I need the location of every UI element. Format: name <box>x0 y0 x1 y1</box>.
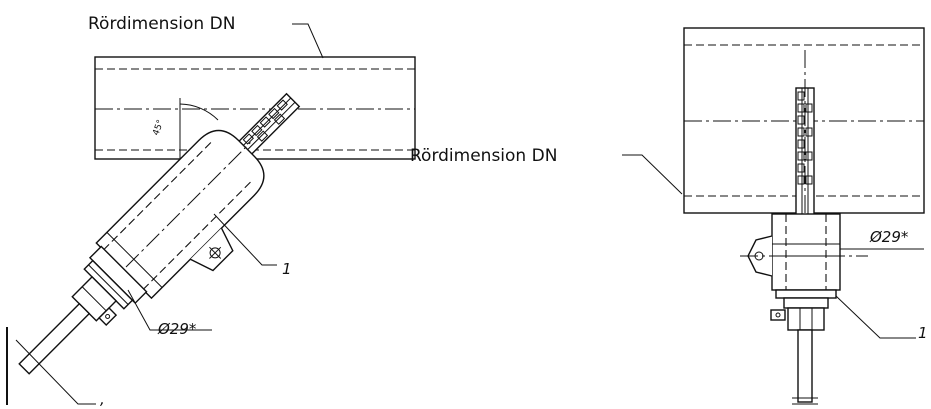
left-bottom-label: , <box>100 390 105 408</box>
right-item-label: 1 <box>918 324 928 342</box>
left-diameter-label: Ø29* <box>157 320 197 338</box>
right-view: Rördimension DN Ø29* 1 <box>410 27 928 405</box>
right-item-leader <box>835 295 916 339</box>
right-pipe-label: Rördimension DN <box>410 146 557 166</box>
right-diameter-label: Ø29* <box>869 228 909 246</box>
left-item-label: 1 <box>282 260 292 278</box>
angle-label: 45° <box>151 119 166 137</box>
left-view: Rördimension DN 45° <box>6 14 416 408</box>
left-item-leader <box>213 213 277 266</box>
left-bottom-leader <box>15 339 96 405</box>
left-pipe-leader <box>292 23 324 59</box>
inclined-sensor <box>18 92 301 375</box>
left-diameter-leader <box>127 289 212 331</box>
left-pipe-label: Rördimension DN <box>88 14 235 34</box>
right-housing <box>740 213 868 405</box>
right-pipe-leader <box>622 154 683 195</box>
